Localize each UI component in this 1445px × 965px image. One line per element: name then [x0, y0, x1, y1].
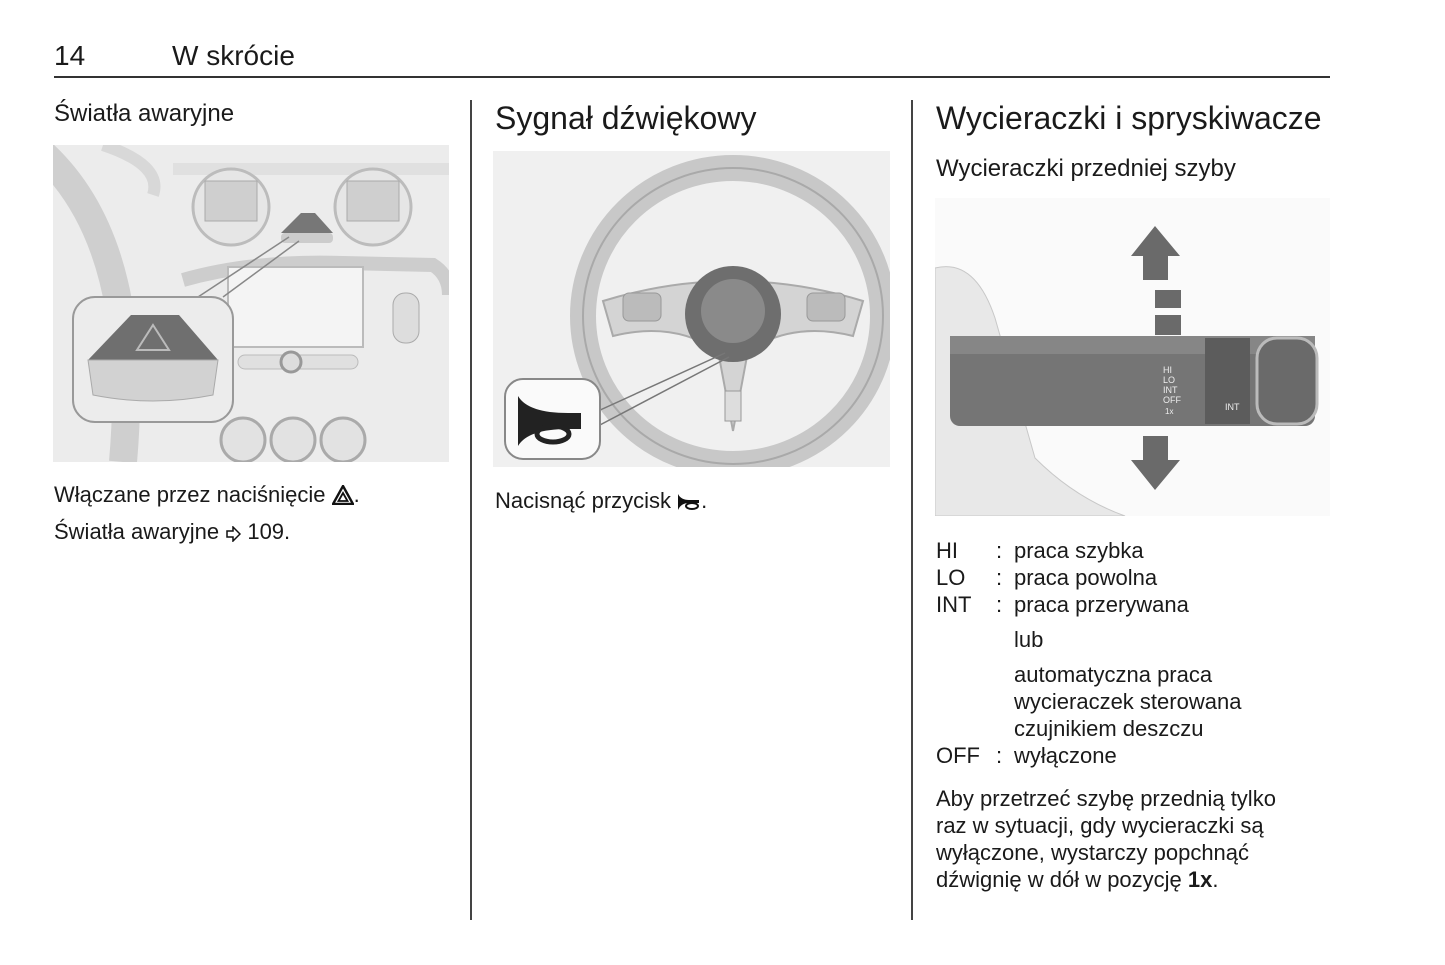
section-heading-hazard: Światła awaryjne — [54, 100, 235, 127]
lever-label-int: INT — [1163, 385, 1178, 395]
single-wipe-paragraph: Aby przetrzeć szybę przednią tylko raz w… — [936, 786, 1276, 892]
lever-ring-label-int: INT — [1225, 402, 1240, 412]
header-rule — [54, 76, 1330, 78]
hazard-triangle-icon — [330, 481, 355, 515]
horn-instruction-text: Nacisnąć przycisk — [495, 488, 672, 513]
lever-label-lo: LO — [1163, 375, 1175, 385]
wiper-lever-figure: HI LO INT OFF 1x INT — [935, 198, 1330, 516]
page-reference[interactable]: 109. — [247, 519, 291, 544]
section-heading-wipers: Wycieraczki i spryskiwacze — [936, 100, 1322, 136]
column-divider — [470, 100, 472, 920]
hazard-reference-text: Światła awaryjne — [54, 519, 220, 544]
lever-label-1x: 1x — [1165, 407, 1173, 416]
section-heading-horn: Sygnał dźwiękowy — [495, 100, 757, 136]
auto-description: automatyczna praca wycieraczek sterowana… — [1014, 662, 1242, 741]
column-divider — [911, 100, 913, 920]
hazard-instruction: Włączane przez naciśnięcie . Światła awa… — [54, 478, 360, 552]
subsection-heading-front-wipers: Wycieraczki przedniej szyby — [936, 155, 1236, 182]
horn-icon — [677, 487, 701, 521]
page-number: 14 — [54, 40, 86, 71]
lever-label-hi: HI — [1163, 365, 1172, 375]
hazard-instruction-text: Włączane przez naciśnięcie — [54, 482, 326, 507]
page-reference-arrow-icon — [225, 518, 242, 552]
lever-label-off: OFF — [1163, 395, 1181, 405]
definition-row-hi: HI : praca szybka — [936, 538, 1144, 563]
horn-instruction: Nacisnąć przycisk . — [495, 484, 707, 521]
definition-row-int: INT : praca przerywana — [936, 592, 1189, 617]
steering-wheel-figure — [493, 151, 890, 467]
position-1x: 1x — [1187, 867, 1213, 892]
hazard-lights-figure — [53, 145, 449, 462]
definition-row-off: OFF : wyłączone — [936, 743, 1117, 768]
definition-row-lo: LO : praca powolna — [936, 565, 1158, 590]
wiper-positions-list: HI : praca szybka LO : praca powolna INT… — [936, 537, 1241, 769]
or-word: lub — [1014, 627, 1044, 652]
chapter-title: W skrócie — [172, 40, 295, 71]
